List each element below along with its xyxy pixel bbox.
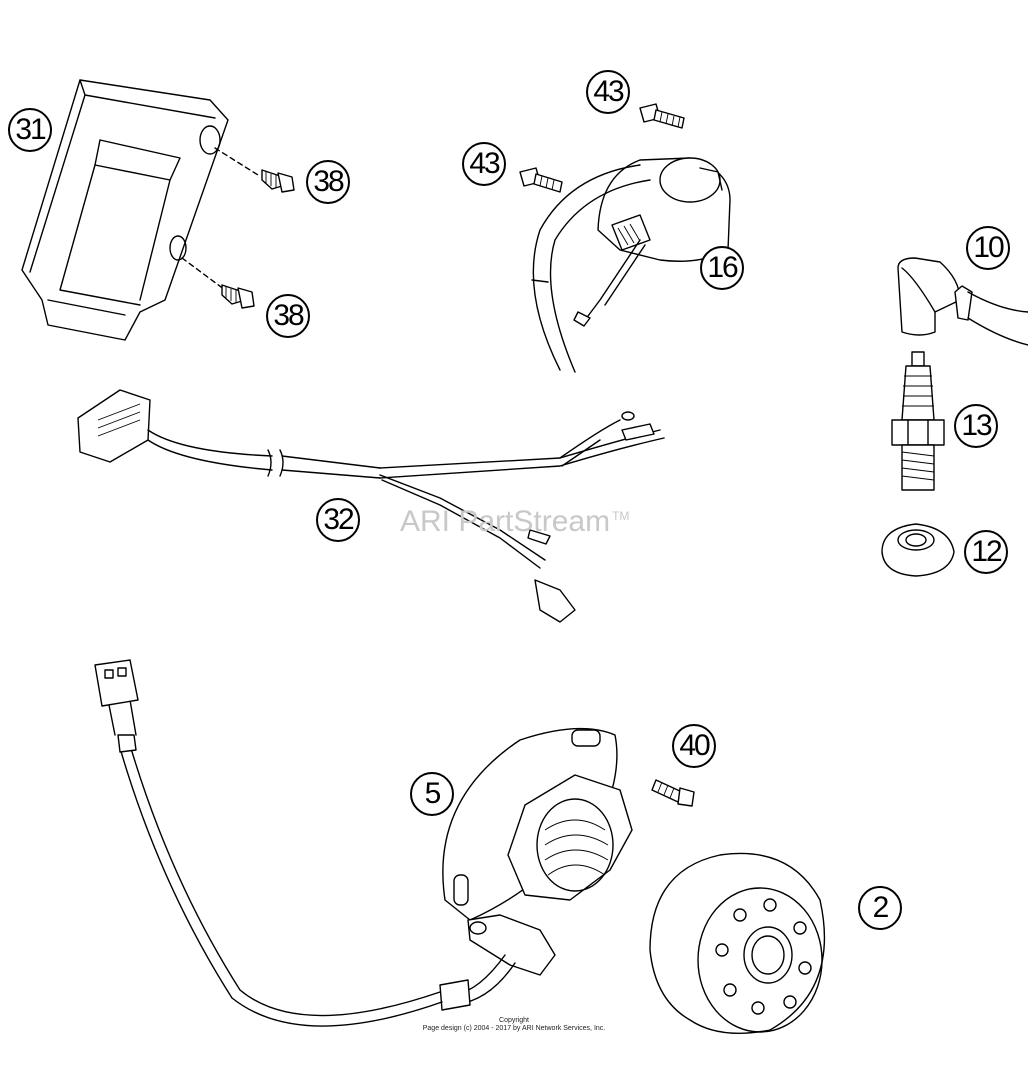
screw-43-lower[interactable]	[519, 167, 563, 193]
washer-part[interactable]	[881, 523, 955, 577]
callout-5[interactable]: 5	[410, 772, 454, 816]
callout-2[interactable]: 2	[858, 886, 902, 930]
stator-part[interactable]	[94, 659, 633, 1027]
screw-40[interactable]	[651, 779, 695, 807]
callout-38-upper[interactable]: 38	[306, 160, 350, 204]
spark-plug-cap-part[interactable]	[897, 257, 1028, 346]
watermark-text: ARI PartStream	[400, 505, 611, 538]
callout-16[interactable]: 16	[700, 246, 744, 290]
watermark-trademark: TM	[612, 509, 630, 523]
callout-43-lower[interactable]: 43	[462, 142, 506, 186]
callout-32[interactable]: 32	[316, 498, 360, 542]
callout-13[interactable]: 13	[954, 404, 998, 448]
callout-31[interactable]: 31	[8, 108, 52, 152]
screw-43-upper[interactable]	[639, 103, 685, 129]
screw-38-upper[interactable]	[214, 147, 295, 193]
wiring-harness-part[interactable]	[77, 389, 665, 623]
cdi-unit-part[interactable]	[21, 79, 229, 341]
copyright-line-1: Copyright	[499, 1017, 529, 1024]
copyright-line-2: Page design (c) 2004 - 2017 by ARI Netwo…	[422, 1025, 606, 1032]
flywheel-part[interactable]	[649, 852, 826, 1034]
callout-40[interactable]: 40	[672, 724, 716, 768]
screw-38-lower[interactable]	[181, 257, 255, 309]
callout-12[interactable]: 12	[964, 530, 1008, 574]
callout-43-upper[interactable]: 43	[586, 70, 630, 114]
ignition-coil-part[interactable]	[531, 157, 731, 373]
spark-plug-part[interactable]	[891, 351, 945, 491]
callout-10[interactable]: 10	[966, 226, 1010, 270]
callout-38-lower[interactable]: 38	[266, 294, 310, 338]
